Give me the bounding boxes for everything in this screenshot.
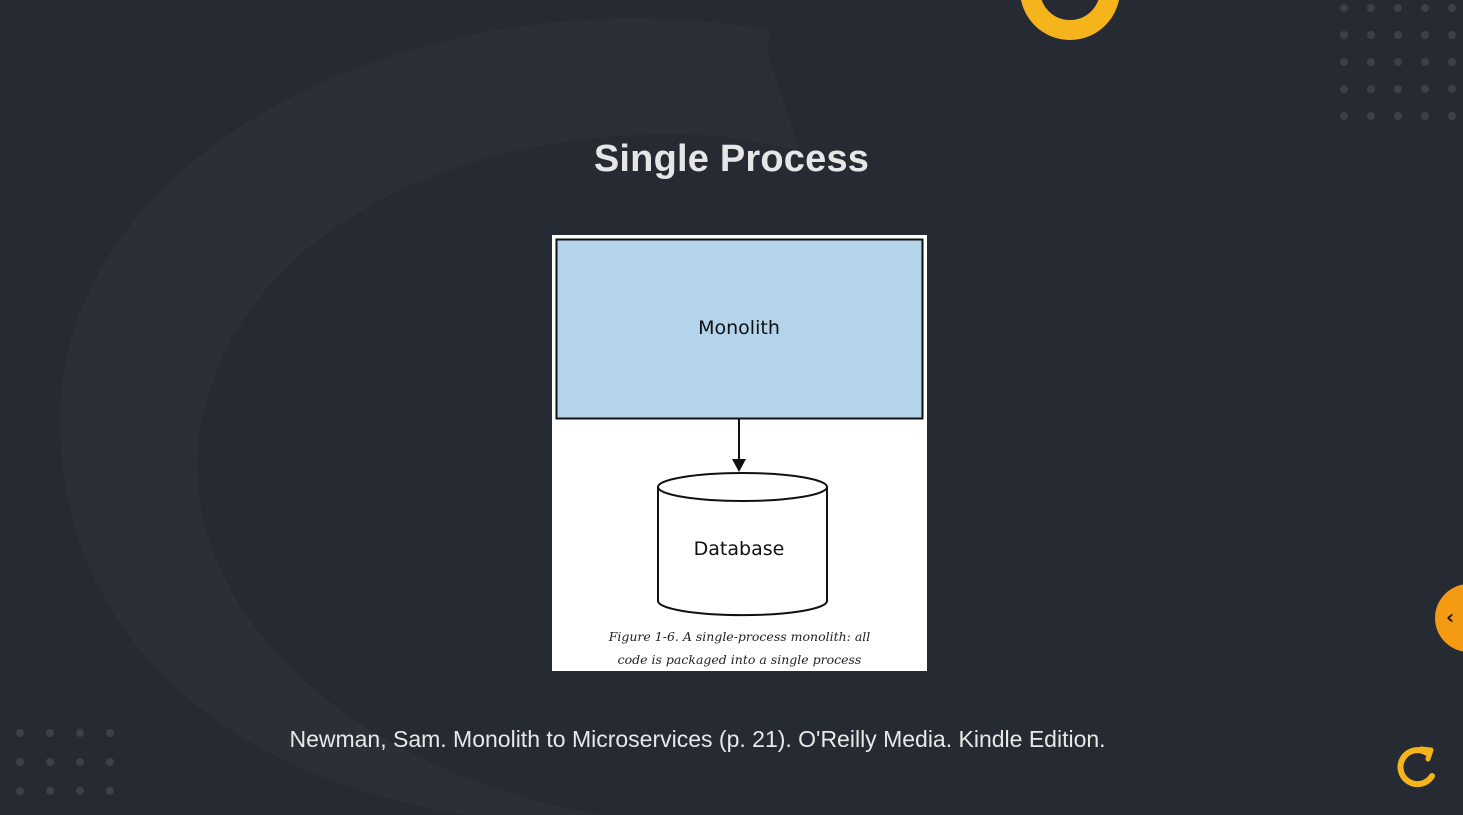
citation: Newman, Sam. Monolith to Microservices (… xyxy=(289,726,1106,752)
monolith-label: Monolith xyxy=(698,317,780,339)
decorative-dot-grid xyxy=(16,729,114,795)
slide-title: Single Process xyxy=(593,138,870,180)
arrow-head xyxy=(732,459,746,472)
caption-line: code is packaged into a single process xyxy=(617,652,862,667)
monolith-box xyxy=(555,238,924,420)
brand-logo-icon xyxy=(1397,746,1435,788)
caption-line: Figure 1-6. A single-process monolith: a… xyxy=(608,629,871,644)
figure-caption: Figure 1-6. A single-process monolith: a… xyxy=(552,625,927,671)
diagram: Monolith Database xyxy=(555,238,924,617)
database-label: Database xyxy=(694,538,785,560)
chevron-left-icon: ‹ xyxy=(1446,605,1455,629)
database-cylinder xyxy=(657,472,828,617)
decorative-dot-grid xyxy=(1340,4,1456,120)
figure-image: Monolith Database Figure 1-6. A single-p… xyxy=(552,235,927,671)
